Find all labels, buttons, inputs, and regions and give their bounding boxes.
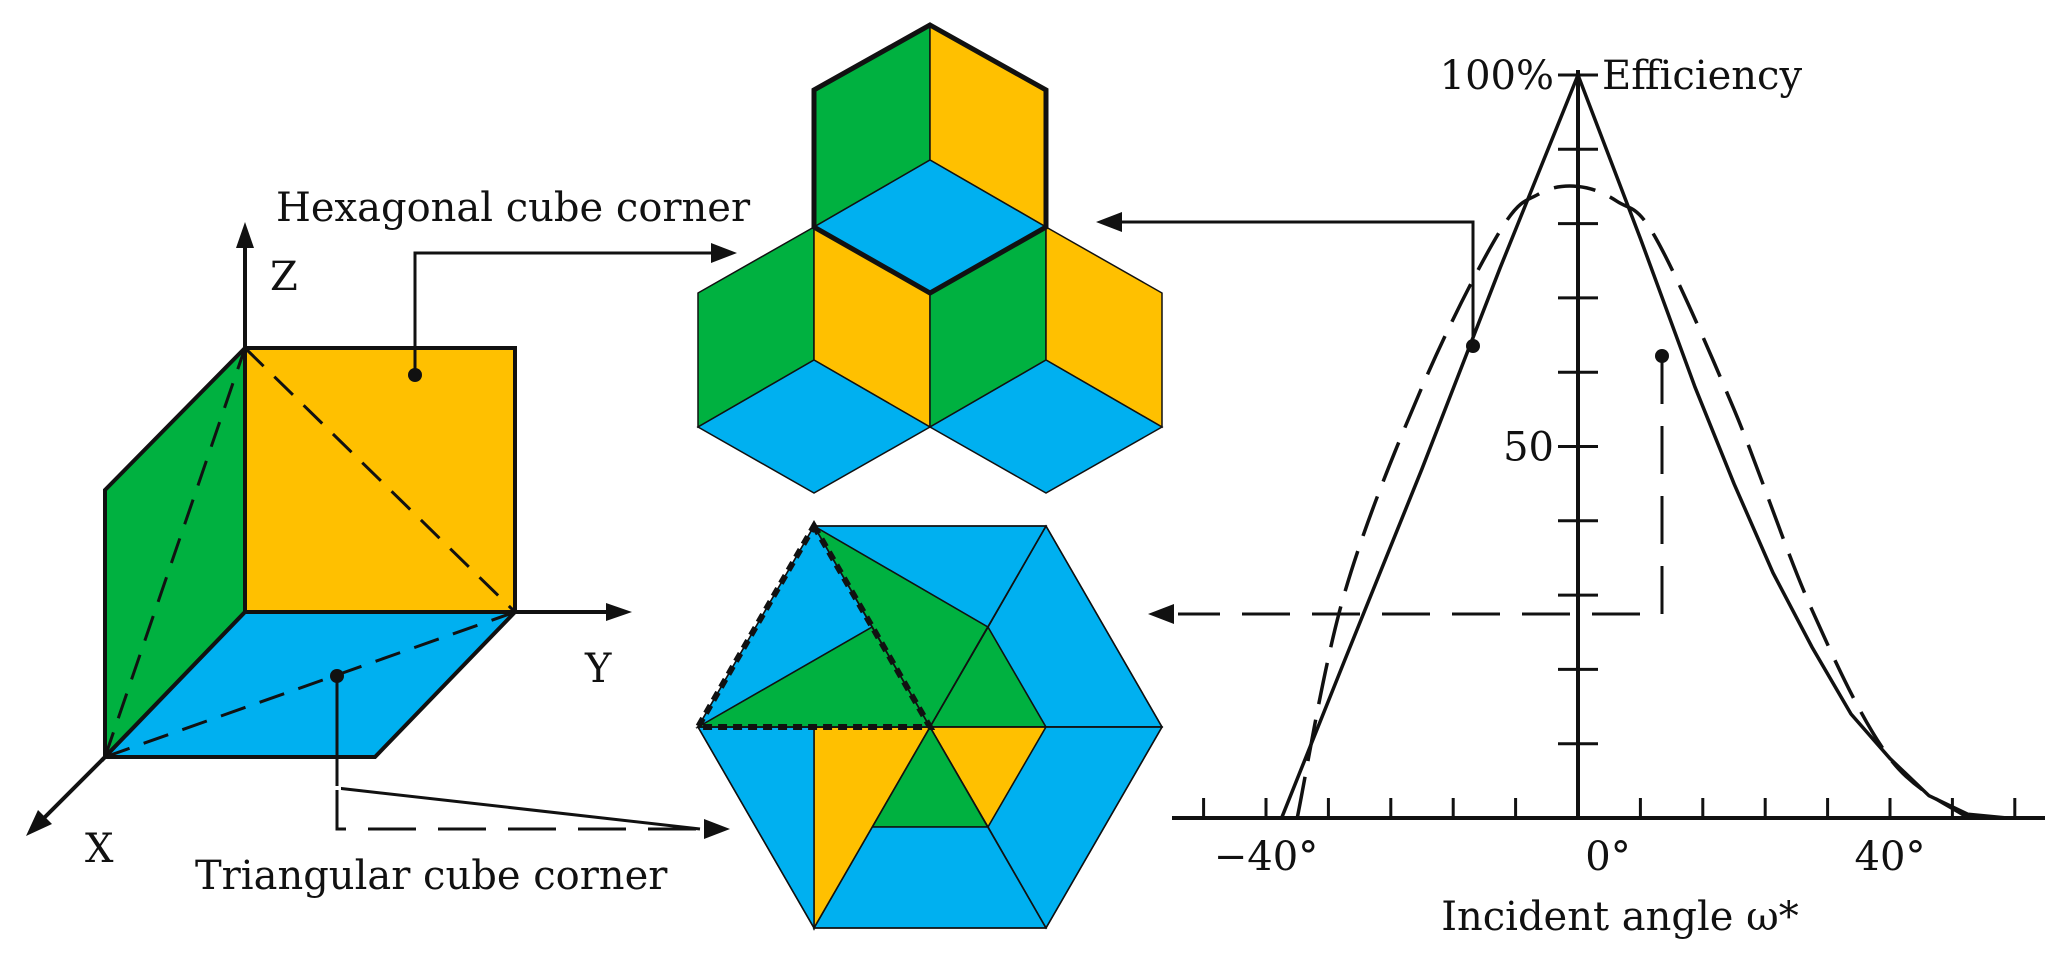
arrowhead-to-tri <box>704 819 730 839</box>
triangular-cube-corner-label: Triangular cube corner <box>195 853 668 899</box>
series-solid-curve <box>1279 70 2008 820</box>
z-axis-arrowhead <box>236 222 254 248</box>
hexagonal-cube-corner-array <box>696 22 1164 494</box>
y-axis-arrowhead <box>606 603 632 621</box>
x-axis-label: Incident angle ω* <box>1441 894 1799 940</box>
cube-inner-dashes <box>103 346 517 759</box>
x-tick-label: 0° <box>1585 834 1630 880</box>
series-dashed-curve <box>1295 184 1970 820</box>
tri-hexagon-outline <box>697 525 1163 929</box>
arrowhead-to-hex <box>711 243 737 263</box>
x-axis-line <box>38 755 107 824</box>
arrowhead-from-chart-to-hex <box>1096 212 1122 232</box>
hex-cell-left-bottom-face <box>696 359 932 494</box>
hex-cell-highlight-outline <box>811 22 1049 296</box>
axis-label-y: Y <box>584 646 612 692</box>
y-axis-label: Efficiency <box>1602 53 1802 99</box>
axis-label-z: Z <box>270 254 298 300</box>
chart-to-hex-connector <box>1118 220 1475 346</box>
hex-label-connector <box>413 251 715 375</box>
cube-diagram: Z Y X <box>26 222 632 872</box>
x-axis-arrowhead <box>26 810 52 836</box>
x-tick-label: −40° <box>1214 834 1318 880</box>
y-tick-label: 100% <box>1440 53 1554 99</box>
triangular-cube-corner-array <box>692 519 1164 931</box>
axis-label-x: X <box>85 826 114 872</box>
y-tick-label: 50 <box>1503 425 1554 471</box>
connector-dots <box>330 339 1669 683</box>
x-tick-label: 40° <box>1855 834 1926 880</box>
hexagonal-cube-corner-label: Hexagonal cube corner <box>276 185 751 231</box>
connector-arrowheads <box>704 212 1174 839</box>
tri-cell-dotted-outline <box>692 519 936 730</box>
hex-cell-right-bottom-face <box>928 359 1164 494</box>
arrowhead-from-chart-to-tri <box>1148 604 1174 624</box>
tri-label-connector-dashed <box>335 790 700 831</box>
